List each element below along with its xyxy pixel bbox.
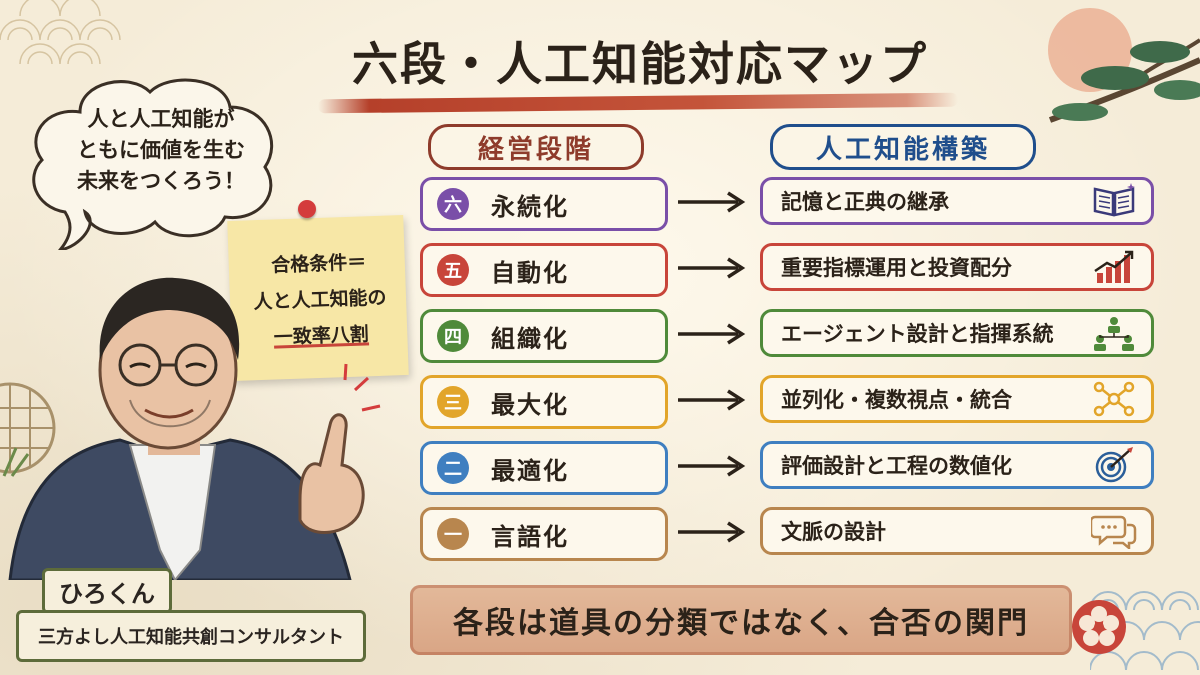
network-icon: [1091, 381, 1137, 417]
bottom-banner: 各段は道具の分類ではなく、合否の関門: [410, 585, 1072, 655]
arrow-right-icon: [678, 323, 746, 345]
arrow-right-icon: [678, 191, 746, 213]
pushpin-icon: [298, 200, 316, 218]
sun-and-pine-decoration: [1048, 8, 1200, 123]
stage-badge: 一: [437, 518, 469, 550]
column-header-build: 人工知能構築: [770, 124, 1036, 170]
growth-chart-icon: [1091, 249, 1137, 285]
build-label: 並列化・複数視点・統合: [781, 388, 1012, 412]
build-box: エージェント設計と指揮系統: [760, 309, 1154, 357]
column-header-stage: 経営段階: [428, 124, 644, 170]
build-box: 並列化・複数視点・統合: [760, 375, 1154, 423]
page-title: 六段・人工知能対応マップ: [352, 37, 928, 91]
stage-label: 最大化: [491, 390, 569, 419]
build-label: 重要指標運用と投資配分: [781, 256, 1012, 280]
stage-badge: 六: [437, 188, 469, 220]
speech-cloud: [32, 78, 274, 250]
wave-pattern-top-left: [0, 0, 121, 65]
build-box: 記憶と正典の継承: [760, 177, 1154, 225]
chat-bubbles-icon: [1091, 513, 1137, 549]
stage-badge: 五: [437, 254, 469, 286]
build-label: 評価設計と工程の数値化: [781, 454, 1012, 478]
stage-badge: 四: [437, 320, 469, 352]
org-chart-icon: [1091, 315, 1137, 351]
arrow-right-icon: [678, 257, 746, 279]
book-icon: [1091, 183, 1137, 219]
plum-seal-icon: [1072, 600, 1126, 654]
window-lattice-decoration: [0, 382, 56, 477]
stage-badge: 三: [437, 386, 469, 418]
build-label: 文脈の設計: [781, 520, 886, 544]
stage-box: 三最大化: [420, 375, 668, 429]
speech-text: 人と人工知能が ともに価値を生む 未来をつくろう！: [66, 104, 256, 197]
stage-box: 五自動化: [420, 243, 668, 297]
stage-label: 自動化: [491, 258, 569, 287]
stage-label: 言語化: [491, 522, 569, 551]
stage-box: 四組織化: [420, 309, 668, 363]
stage-badge: 二: [437, 452, 469, 484]
stage-box: 一言語化: [420, 507, 668, 561]
build-box: 重要指標運用と投資配分: [760, 243, 1154, 291]
stage-box: 六永続化: [420, 177, 668, 231]
presenter-name: ひろくん: [42, 568, 172, 614]
arrow-right-icon: [678, 521, 746, 543]
build-box: 評価設計と工程の数値化: [760, 441, 1154, 489]
arrow-right-icon: [678, 455, 746, 477]
build-box: 文脈の設計: [760, 507, 1154, 555]
stage-label: 永続化: [491, 192, 569, 221]
build-label: 記憶と正典の継承: [781, 190, 949, 214]
stage-label: 最適化: [491, 456, 569, 485]
stage-label: 組織化: [491, 324, 569, 353]
stage-box: 二最適化: [420, 441, 668, 495]
arrow-right-icon: [678, 389, 746, 411]
presenter-role: 三方よし人工知能共創コンサルタント: [16, 610, 366, 662]
build-label: エージェント設計と指揮系統: [781, 322, 1054, 346]
target-icon: [1091, 447, 1137, 483]
speech-line-3: 未来をつくろう！: [77, 169, 245, 193]
presenter-illustration: [8, 277, 381, 580]
speech-line-2: ともに価値を生む: [77, 138, 245, 162]
speech-line-1: 人と人工知能が: [87, 107, 235, 131]
